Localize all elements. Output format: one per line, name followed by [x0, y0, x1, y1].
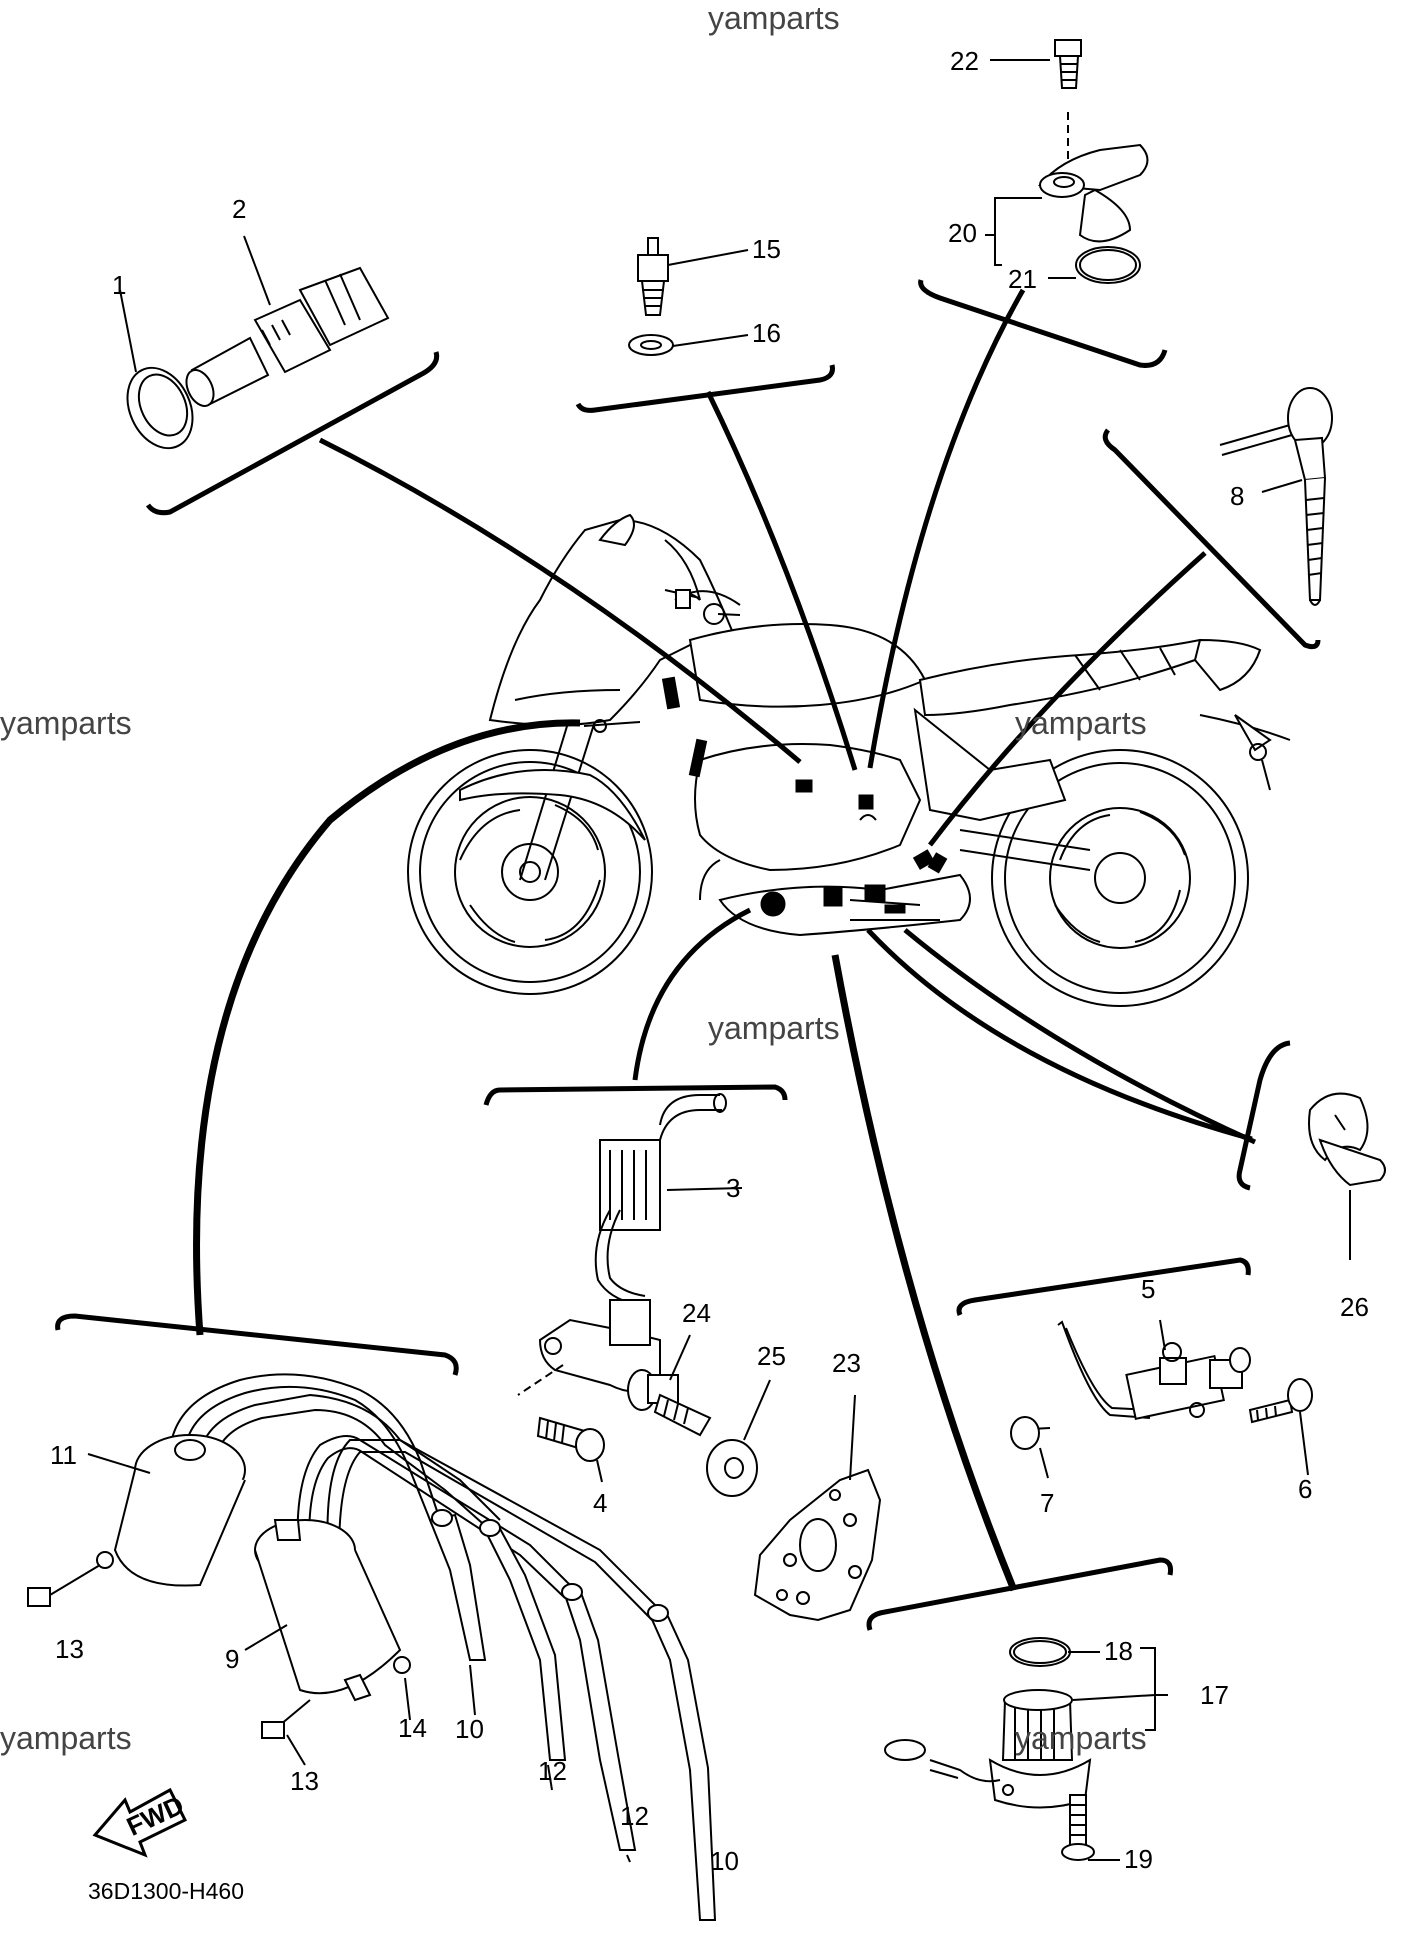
callout-9: 9	[225, 1644, 239, 1674]
watermark-right-lower: yamparts	[1015, 1720, 1147, 1756]
watermark-right-upper: yamparts	[1015, 705, 1147, 741]
callout-12b: 12	[620, 1801, 649, 1831]
watermark-center: yamparts	[708, 1010, 840, 1046]
oil-pressure-switch-assembly	[628, 237, 749, 356]
callout-8: 8	[1230, 481, 1244, 511]
diagram-code: 36D1300-H460	[88, 1878, 245, 1904]
callout-11: 11	[50, 1440, 77, 1470]
speed-sensor-assembly	[985, 39, 1149, 284]
pickup-coil-assembly	[517, 1093, 882, 1622]
callout-7: 7	[1040, 1488, 1054, 1518]
callout-19: 19	[1124, 1844, 1153, 1874]
callout-1: 1	[112, 270, 126, 300]
callout-16: 16	[752, 318, 781, 348]
cable-clamp	[1308, 1092, 1386, 1260]
callout-24: 24	[682, 1298, 711, 1328]
motorcycle-illustration	[407, 513, 1291, 1007]
callout-14: 14	[398, 1713, 427, 1743]
callout-12a: 12	[538, 1756, 567, 1786]
crank-sensor-assembly	[1010, 1319, 1313, 1479]
sensor-lead-assembly	[1219, 387, 1333, 606]
callout-22: 22	[950, 46, 979, 76]
callout-18: 18	[1104, 1636, 1133, 1666]
callout-10b: 10	[710, 1846, 739, 1876]
callout-6: 6	[1298, 1474, 1312, 1504]
leader-lines	[193, 288, 1257, 1592]
callout-23: 23	[832, 1348, 861, 1378]
callout-10a: 10	[455, 1714, 484, 1744]
watermark-left-upper: yamparts	[0, 705, 132, 741]
watermark-top: yamparts	[708, 0, 840, 36]
callout-3: 3	[726, 1173, 740, 1203]
callout-brackets	[55, 279, 1321, 1631]
callout-20: 20	[948, 218, 977, 248]
callout-15: 15	[752, 234, 781, 264]
temperature-sensor-assembly	[119, 235, 390, 450]
callout-13a: 13	[55, 1634, 84, 1664]
callout-26: 26	[1340, 1292, 1369, 1322]
callout-21: 21	[1008, 264, 1037, 294]
callout-numbers: 1 2 3 4 5 6 7 8 9 10 12 12 10 11 13 13 1…	[50, 46, 1369, 1876]
forward-direction-arrow: FWD	[92, 1787, 188, 1858]
neutral-switch-assembly	[884, 1637, 1168, 1861]
callout-17: 17	[1200, 1680, 1229, 1710]
ignition-coil-assembly	[27, 1373, 717, 1921]
callout-5: 5	[1141, 1274, 1155, 1304]
callout-25: 25	[757, 1341, 786, 1371]
callout-2: 2	[232, 194, 246, 224]
callout-13b: 13	[290, 1766, 319, 1796]
watermark-left-lower: yamparts	[0, 1720, 132, 1756]
callout-4: 4	[593, 1488, 607, 1518]
